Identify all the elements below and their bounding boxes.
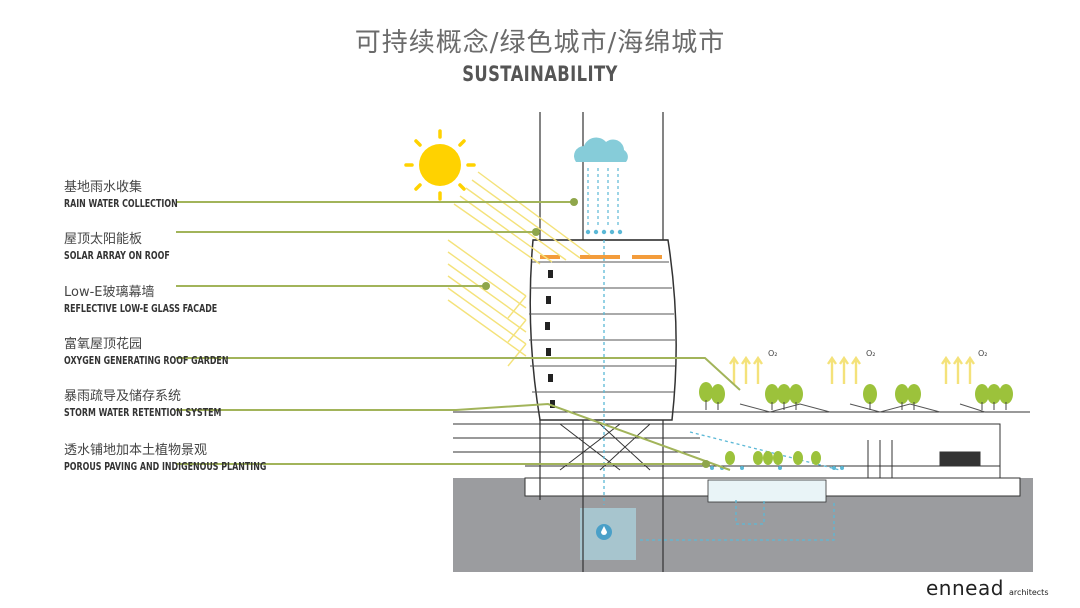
label-cn: 屋顶太阳能板 (64, 232, 143, 247)
tree-icon (863, 384, 877, 410)
ray (447, 251, 527, 309)
leader-dot (532, 228, 540, 236)
ray (465, 187, 567, 261)
ennead-logo: ennead architects (926, 576, 1048, 600)
ray (459, 195, 553, 263)
oxygen-label: O₂ (978, 349, 988, 358)
rain-lines (587, 168, 619, 228)
fin (546, 296, 551, 304)
tree-icon (789, 384, 803, 410)
label-cn: 透水铺地加本土植物景观 (64, 443, 208, 458)
leader-dot (482, 282, 490, 290)
indigenous-planting (725, 451, 821, 465)
label-en: POROUS PAVING AND INDIGENOUS PLANTING (64, 460, 267, 473)
ray (471, 179, 581, 259)
logo-main: ennead (926, 576, 1004, 600)
ray (453, 203, 541, 265)
retention-tank (707, 479, 827, 503)
tree-icon (699, 382, 713, 410)
structural-bracing (559, 423, 651, 471)
oxygen-label: O₂ (866, 349, 876, 358)
oxygen-arrow-icon (729, 355, 975, 384)
ray (447, 263, 527, 321)
ray (447, 287, 527, 345)
tree-icon (793, 451, 803, 465)
tower-envelope (529, 239, 677, 421)
label-rain-water: 基地雨水收集 RAIN WATER COLLECTION (64, 176, 222, 210)
tree-icon (777, 384, 791, 410)
label-en: STORM WATER RETENTION SYSTEM (64, 406, 222, 419)
solar-array (540, 255, 662, 259)
title-chinese: 可持续概念/绿色城市/海绵城市 (354, 28, 726, 58)
sunshade-fins (545, 270, 555, 408)
reflected-ray (507, 343, 527, 367)
label-porous-paving: 透水铺地加本土植物景观 POROUS PAVING AND INDIGENOUS… (64, 439, 345, 473)
tree-icon (711, 384, 725, 410)
label-cn: 富氧屋顶花园 (64, 337, 143, 352)
fin (546, 348, 551, 356)
leader-storm (176, 402, 731, 471)
tree-icon (895, 384, 909, 410)
leader-roof-garden (176, 357, 741, 391)
solar-panel (540, 255, 560, 259)
ray (447, 239, 527, 297)
reflected-ray (507, 319, 527, 343)
label-en: SOLAR ARRAY ON ROOF (64, 249, 170, 262)
fin (548, 270, 553, 278)
water-pipe (640, 500, 835, 541)
title-english: SUSTAINABILITY (462, 62, 618, 86)
label-storm-water: 暴雨疏导及储存系统 STORM WATER RETENTION SYSTEM (64, 385, 283, 419)
leader-dot (702, 460, 710, 468)
ray (477, 171, 591, 256)
label-cn: Low-E玻璃幕墙 (64, 285, 155, 300)
fin (545, 322, 550, 330)
label-en: RAIN WATER COLLECTION (64, 197, 178, 210)
tree-icon (725, 451, 735, 465)
leader-lines (176, 201, 741, 471)
floor-slabs (529, 261, 675, 393)
reflected-ray (507, 295, 527, 319)
logo-sub: architects (1009, 588, 1049, 597)
solar-rays (447, 171, 591, 367)
tree-icon (975, 384, 989, 410)
label-cn: 基地雨水收集 (64, 180, 143, 195)
water-drop-icon (601, 526, 607, 535)
roof-garden-profile (739, 403, 986, 413)
label-solar-array: 屋顶太阳能板 SOLAR ARRAY ON ROOF (64, 228, 211, 262)
water-drop-icon (585, 229, 844, 470)
tree-icon (999, 384, 1013, 410)
tree-icon (773, 451, 783, 465)
tree-icon (753, 451, 763, 465)
fin (550, 400, 555, 408)
leader-dots (482, 198, 710, 468)
service-block (939, 451, 981, 467)
label-en: OXYGEN GENERATING ROOF GARDEN (64, 354, 229, 367)
tree-icon (811, 451, 821, 465)
ray (447, 299, 527, 357)
roof-garden-trees (699, 382, 1013, 410)
podium-edge (700, 423, 1001, 478)
label-low-e-glass: Low-E玻璃幕墙 REFLECTIVE LOW-E GLASS FACADE (64, 281, 277, 315)
cloud-icon (574, 137, 628, 162)
tree-icon (907, 384, 921, 410)
ground-section (453, 477, 1033, 572)
solar-panel (632, 255, 662, 259)
tower-building (529, 239, 677, 421)
tree-icon (763, 451, 773, 465)
mullions (867, 440, 893, 478)
oxygen-label: O₂ (768, 349, 778, 358)
tree-icon (987, 384, 1001, 410)
solar-panel (580, 255, 620, 259)
leader-dot (570, 198, 578, 206)
fin (548, 374, 553, 382)
label-roof-garden: 富氧屋顶花园 OXYGEN GENERATING ROOF GARDEN (64, 333, 292, 367)
label-cn: 暴雨疏导及储存系统 (64, 389, 182, 404)
podium-structure (453, 403, 1030, 478)
tree-icon (765, 384, 779, 410)
water-pipe (735, 500, 765, 525)
sun-icon (404, 129, 476, 201)
label-en: REFLECTIVE LOW-E GLASS FACADE (64, 302, 218, 315)
